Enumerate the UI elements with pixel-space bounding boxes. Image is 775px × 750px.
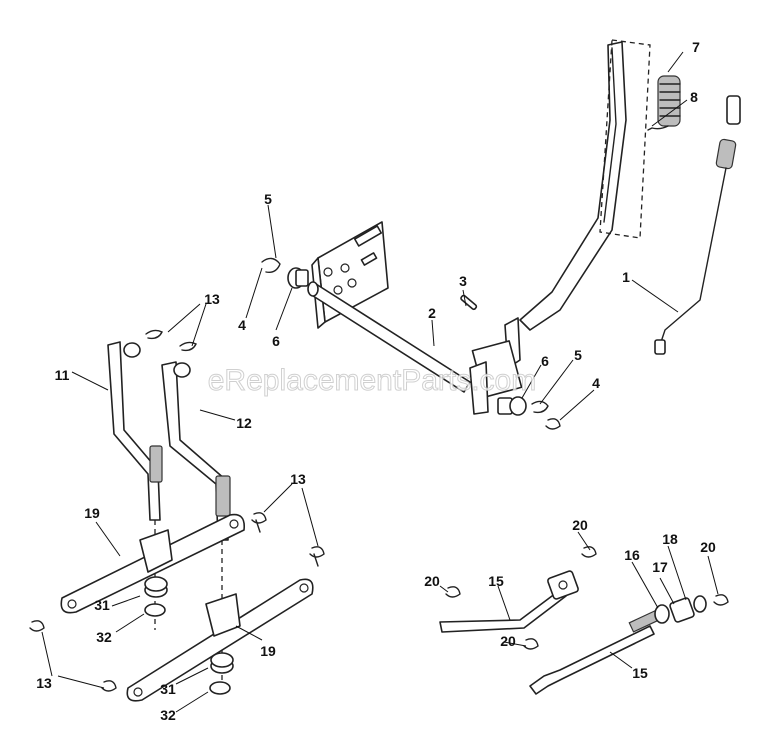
callout-5: 5 (574, 347, 582, 363)
watermark: eReplacementParts.com (208, 364, 536, 397)
callout-5: 5 (264, 191, 272, 207)
leader-lines (41, 51, 719, 713)
callout-31: 31 (160, 681, 176, 697)
callout-12: 12 (236, 415, 252, 431)
callout-20: 20 (500, 633, 516, 649)
callout-19: 19 (260, 643, 276, 659)
callout-4: 4 (238, 317, 246, 333)
callout-8: 8 (690, 89, 698, 105)
callout-15: 15 (488, 573, 504, 589)
hairpin-clip (145, 329, 163, 340)
callout-6: 6 (541, 353, 549, 369)
callout-labels: 7 8 1 5 4 6 3 2 6 5 4 13 11 12 13 19 31 … (36, 39, 716, 723)
callout-32: 32 (160, 707, 176, 723)
callout-18: 18 (662, 531, 678, 547)
cross-shaft (307, 281, 471, 393)
knob-spring (647, 75, 681, 131)
hairpin-clip (179, 341, 197, 352)
callout-7: 7 (692, 39, 700, 55)
adjust-rod-lower (529, 595, 707, 695)
lift-link-11 (107, 341, 163, 521)
callout-20: 20 (424, 573, 440, 589)
left-bushing (261, 257, 309, 289)
right-bushing (497, 396, 561, 430)
callout-15: 15 (632, 665, 648, 681)
callout-11: 11 (55, 367, 70, 383)
callout-20: 20 (700, 539, 716, 555)
hairpin-clip (581, 546, 597, 558)
callout-17: 17 (652, 559, 668, 575)
lift-lever (469, 39, 651, 415)
hairpin-clip (251, 512, 267, 533)
callout-16: 16 (624, 547, 640, 563)
callout-4: 4 (592, 375, 600, 391)
lift-arm-lower (126, 578, 314, 702)
adjust-rod-upper (439, 570, 579, 633)
nut-washer-lower (209, 652, 234, 695)
lift-rod (654, 95, 741, 355)
callout-13: 13 (290, 471, 306, 487)
lift-arm-upper (60, 513, 246, 614)
cotter-pin (460, 294, 478, 311)
callout-2: 2 (428, 305, 436, 321)
callout-31: 31 (94, 597, 110, 613)
hairpin-clip (101, 680, 117, 692)
callout-1: 1 (622, 269, 630, 285)
hairpin-clip (29, 620, 45, 632)
hairpin-clip (445, 586, 461, 598)
hairpin-clip (309, 546, 325, 567)
callout-3: 3 (459, 273, 467, 289)
hairpin-clip (523, 638, 539, 650)
callout-6: 6 (272, 333, 280, 349)
callout-19: 19 (84, 505, 100, 521)
callout-13: 13 (204, 291, 220, 307)
hairpin-clip (713, 594, 729, 606)
callout-20: 20 (572, 517, 588, 533)
callout-32: 32 (96, 629, 112, 645)
callout-13: 13 (36, 675, 52, 691)
nut-washer-upper (144, 576, 168, 617)
